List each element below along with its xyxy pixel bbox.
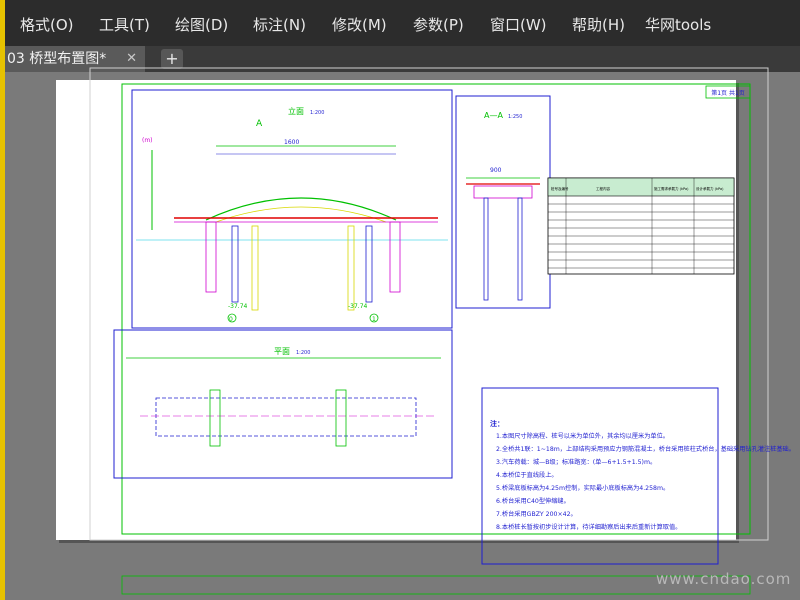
window-frame-edge (0, 0, 5, 600)
note-3: 3.汽车荷载：城—B级；标准路宽：(单—6+1.5+1.5)m。 (496, 458, 656, 466)
elevation-frame (131, 89, 453, 329)
notes-frame (481, 387, 719, 565)
menu-format[interactable]: 格式(O) (20, 16, 74, 34)
watermark: www.cndao.com (656, 570, 792, 588)
close-icon[interactable]: ✕ (126, 51, 137, 66)
section-width: 900 (490, 167, 502, 174)
outer-print-frame (89, 67, 769, 541)
plan-frame (113, 329, 453, 479)
menu-bar: 格式(O) 工具(T) 绘图(D) 标注(N) 修改(M) 参数(P) 窗口(W… (5, 0, 800, 46)
note-6: 6.桥台采用C40型伸缩缝。 (496, 497, 570, 505)
note-1: 1.本图尺寸除高程、桩号以米为单位外，其余均以厘米为单位。 (496, 432, 669, 440)
menu-draw[interactable]: 绘图(D) (175, 16, 229, 34)
table-header-2: 施工需求承载力 (kPa) (654, 186, 689, 191)
pier-label-right: 1 (372, 316, 376, 323)
section-frame (455, 95, 551, 309)
pier-label-left: 0 (229, 316, 233, 323)
drawing-border (121, 83, 751, 535)
menu-huawang-tools[interactable]: 华网tools (645, 16, 712, 34)
menu-help[interactable]: 帮助(H) (572, 16, 625, 34)
section-marker-left: A (256, 119, 263, 129)
note-4: 4.本桥位于直线段上。 (496, 471, 558, 479)
new-tab-button[interactable]: + (161, 49, 183, 69)
elevation-right-level: -37.74 (348, 303, 368, 310)
note-2: 2.全桥共1联：1~18m，上部结构采用预应力钢筋混凝土，桥台采用桩柱式桥台，基… (496, 445, 795, 453)
arch-deck (205, 197, 397, 221)
menu-modify[interactable]: 修改(M) (332, 16, 387, 34)
page-tag: 第1页 共1页 (711, 89, 745, 97)
plan-deck-outline (155, 397, 417, 437)
plan-title: 平面 (274, 347, 290, 356)
plan-scale: 1:200 (296, 350, 310, 356)
title-block (121, 575, 751, 595)
menu-tools[interactable]: 工具(T) (99, 16, 150, 34)
note-5: 5.桥梁底板标高为4.25m控制，实际最小底板标高为4.258m。 (496, 484, 669, 492)
document-tab-label: 03 桥型布置图* (7, 51, 107, 67)
menu-parameters[interactable]: 参数(P) (413, 16, 464, 34)
section-title: A—A (484, 111, 503, 120)
menu-dimension[interactable]: 标注(N) (253, 16, 306, 34)
table-header-0: 桩号及编号 (551, 186, 569, 191)
table-header-3: 设计承载力 (kPa) (696, 186, 724, 191)
span-label: 1600 (284, 139, 299, 146)
elevation-title: 立面 (288, 106, 304, 116)
cad-drawing: 第1页 共1页 立面 1:200 A (m) 1600 -37.74 -37.7… (89, 67, 795, 595)
table-header-1: 工程内容 (596, 186, 610, 191)
elevation-left-level: -37.74 (228, 303, 248, 310)
section-scale: 1:250 (508, 114, 522, 120)
axis-unit-label: (m) (142, 137, 153, 144)
notes-title: 注： (490, 419, 504, 428)
drawing-sheet: 第1页 共1页 立面 1:200 A (m) 1600 -37.74 -37.7… (56, 67, 795, 595)
note-8: 8.本桥桩长暂按初步设计计算，待详细勘察后出来后重新计算取值。 (496, 523, 681, 531)
note-7: 7.桥台采用GBZY 200×42。 (496, 510, 577, 518)
page-tag-box (705, 85, 751, 99)
menu-window[interactable]: 窗口(W) (490, 16, 547, 34)
elevation-scale: 1:200 (310, 110, 324, 116)
